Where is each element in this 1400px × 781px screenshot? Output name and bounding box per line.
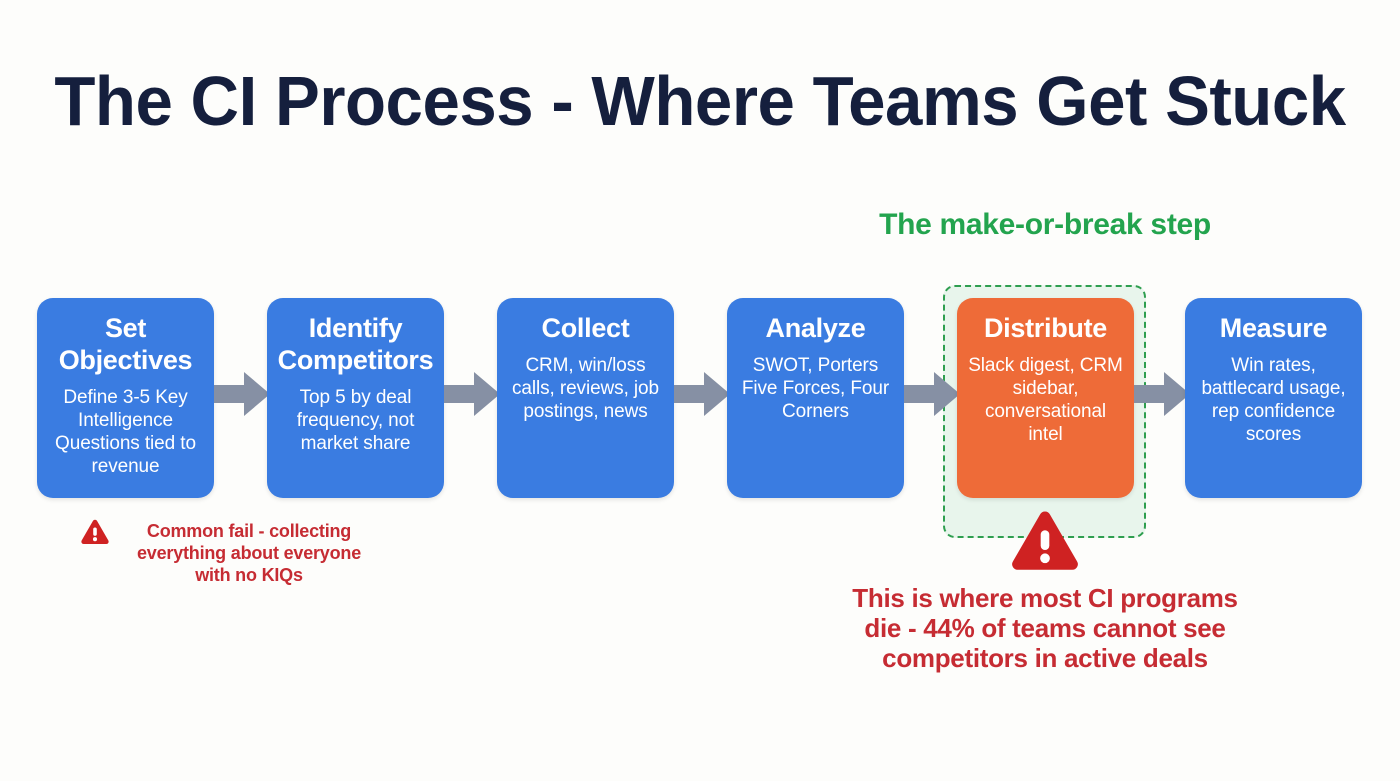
flow-step-title: Analyze	[765, 313, 866, 343]
flow-step-title: Identify Competitors	[277, 313, 434, 375]
flow-step-title: Distribute	[983, 313, 1107, 343]
flow-step-analyze[interactable]: Analyze SWOT, Porters Five Forces, Four …	[727, 298, 904, 498]
flow-step-title: Measure	[1219, 313, 1328, 343]
flow-step-description: Define 3-5 Key Intelligence Questions ti…	[55, 387, 196, 477]
flow-step-description: Top 5 by deal frequency, not market shar…	[296, 387, 415, 454]
flow-step-distribute[interactable]: Distribute Slack digest, CRM sidebar, co…	[957, 298, 1134, 498]
warning-triangle-icon	[80, 517, 110, 547]
right-arrow-icon	[214, 370, 270, 418]
flow-step-identify-competitors[interactable]: Identify Competitors Top 5 by deal frequ…	[267, 298, 444, 498]
flow-step-collect[interactable]: Collect CRM, win/loss calls, reviews, jo…	[497, 298, 674, 498]
warning-annotation-bottom: This is where most CI programs die - 44%…	[845, 505, 1245, 673]
flow-step-description: Slack digest, CRM sidebar, conversationa…	[968, 355, 1123, 445]
ci-process-flow: Set Objectives Define 3-5 Key Intelligen…	[0, 298, 1400, 498]
callout-make-or-break: The make-or-break step	[879, 208, 1211, 241]
warning-text-left: Common fail - collecting everything abou…	[136, 521, 362, 585]
flow-step-description: SWOT, Porters Five Forces, Four Corners	[741, 355, 890, 422]
warning-triangle-icon	[1009, 505, 1081, 577]
flow-step-measure[interactable]: Measure Win rates, battlecard usage, rep…	[1185, 298, 1362, 498]
flow-step-description: Win rates, battlecard usage, rep confide…	[1201, 355, 1346, 445]
right-arrow-icon	[444, 370, 500, 418]
warning-text-bottom: This is where most CI programs die - 44%…	[852, 583, 1238, 673]
flow-step-title: Set Objectives	[58, 313, 193, 375]
right-arrow-icon	[904, 370, 960, 418]
flow-step-title: Collect	[541, 313, 630, 343]
flow-step-description: CRM, win/loss calls, reviews, job postin…	[512, 355, 659, 422]
right-arrow-icon	[674, 370, 730, 418]
right-arrow-icon	[1134, 370, 1190, 418]
warning-annotation-left: Common fail - collecting everything abou…	[80, 514, 380, 586]
page-title: The CI Process - Where Teams Get Stuck	[54, 62, 1346, 140]
flow-step-set-objectives[interactable]: Set Objectives Define 3-5 Key Intelligen…	[37, 298, 214, 498]
